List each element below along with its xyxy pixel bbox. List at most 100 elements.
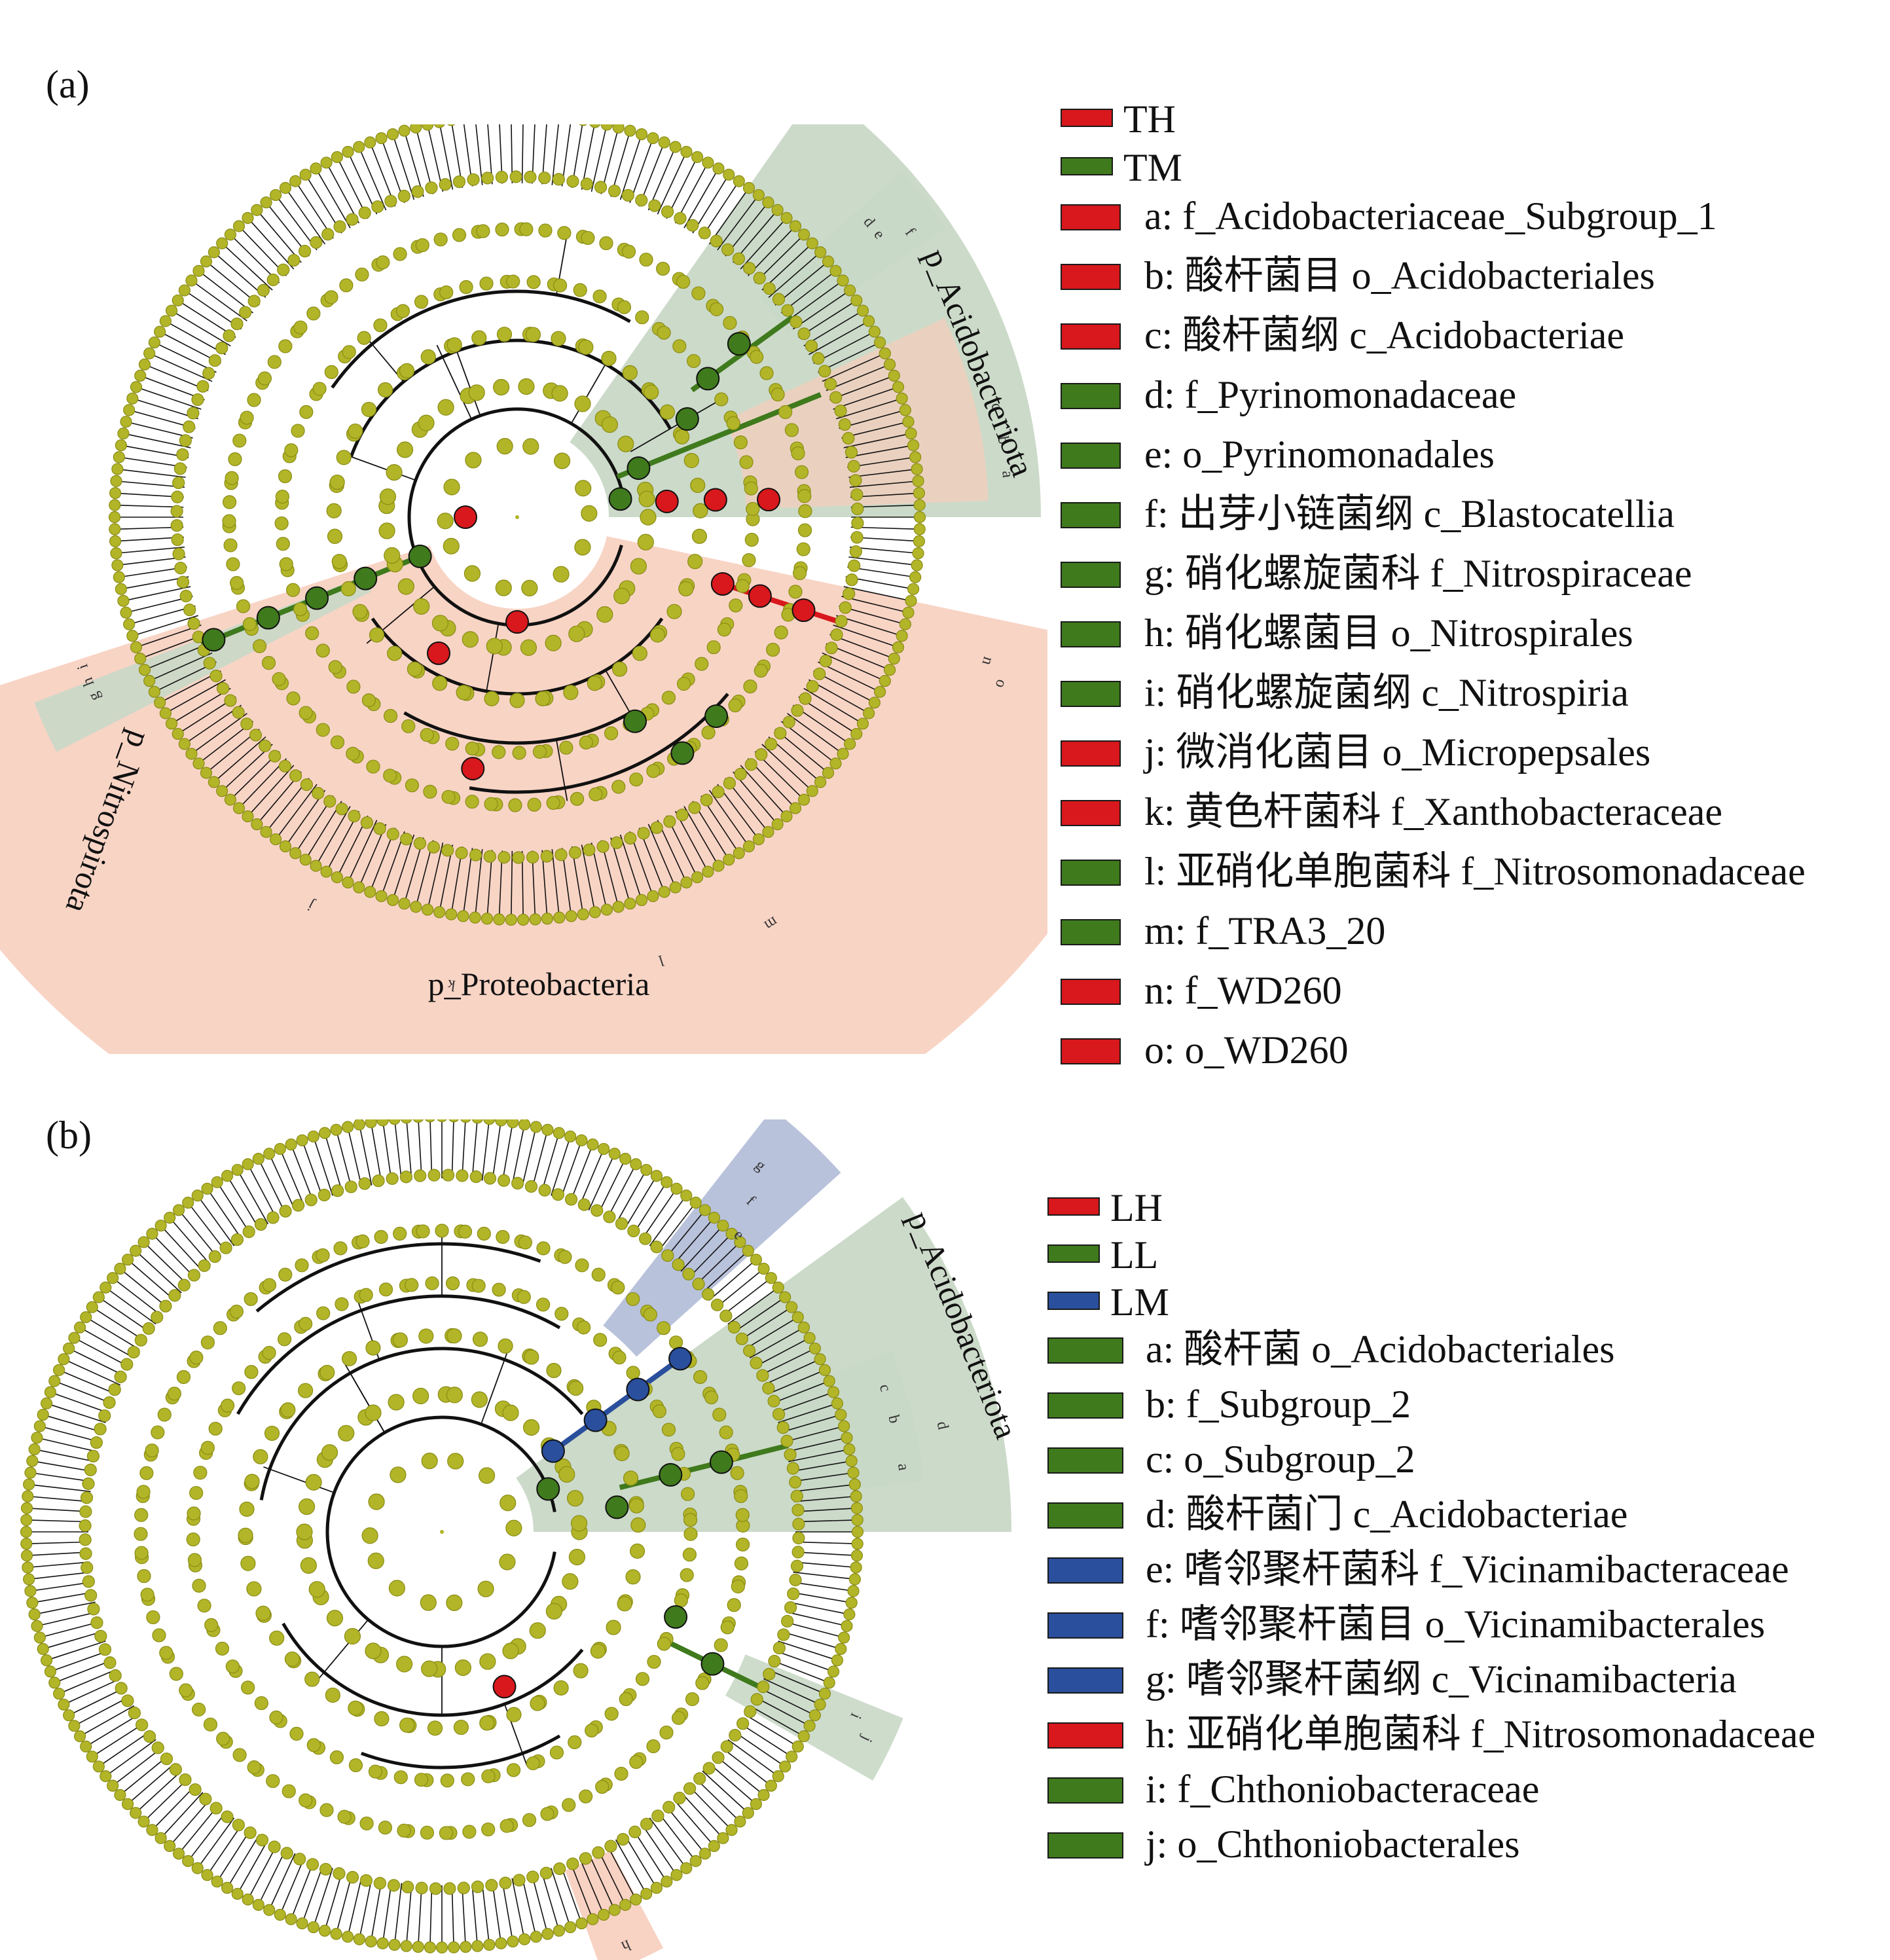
tree-node [154,1832,167,1844]
tree-node [627,1224,640,1237]
tree-node [845,573,858,587]
leaf-branch [102,1731,151,1765]
tree-node [873,336,886,349]
tree-node [623,1470,639,1486]
tree-node [757,1788,770,1802]
tree-node [624,898,636,910]
tree-node [591,1204,604,1217]
tree-node [805,339,818,353]
tree-node [472,1332,488,1347]
leaf-branch [249,1168,278,1220]
tree-node [568,625,585,642]
tree-node [617,1832,630,1846]
leaf-branch [172,1798,211,1843]
tree-node [379,488,397,505]
leaf-branch [551,1140,570,1196]
leaf-branch [67,1360,121,1386]
tree-node [670,1182,683,1195]
tree-node [390,1466,407,1483]
tree-node [109,499,121,511]
tree-node [228,452,242,467]
legend-taxon-label: b: 酸杆菌目 o_Acidobacteriales [1144,254,1655,297]
leaf-branch [632,1186,665,1235]
tree-node [658,886,670,898]
tree-node [617,300,632,314]
tree-node [511,1176,524,1190]
tree-node [524,1349,539,1365]
tree-node [518,378,535,395]
highlight-node-20 [623,709,647,733]
tree-node [439,178,452,191]
tree-node [837,274,849,287]
tree-node [324,290,338,304]
highlight-node-18 [427,641,450,665]
tree-node [483,850,496,863]
tree-node [753,272,766,285]
tree-node [729,1729,742,1742]
tree-node [154,697,166,709]
tree-node [626,1366,640,1380]
tree-node [202,367,215,380]
legend-swatch [1047,1777,1123,1804]
tree-node [137,1569,151,1584]
leaf-branch [791,1472,849,1482]
tree-node [765,1779,777,1792]
tree-node [803,1720,816,1732]
leaf-branch [281,1153,305,1207]
tree-node [614,1766,628,1781]
tree-node [420,1825,435,1840]
tree-node [342,1121,354,1133]
leaf-branch [809,323,865,355]
tree-node [896,630,908,642]
legend-taxon-label: f: 出芽小链菌纲 c_Blastocatellia [1144,492,1675,535]
highlight-node-6 [627,456,651,481]
highlight-node-4 [541,1439,565,1463]
tree-node [242,1225,255,1239]
tree-node [772,1407,786,1421]
tree-node [179,434,192,447]
tree-node [291,1199,305,1212]
tree-node [373,1877,386,1890]
tree-node [232,1381,246,1396]
tree-node [617,1596,632,1612]
tree-node [712,1751,725,1764]
tree-node [130,1244,142,1257]
tree-node [693,1370,708,1385]
tree-node [200,767,213,779]
tree-node [291,424,305,438]
tree-node [208,354,221,367]
inner-branch [570,358,609,424]
tree-node [505,913,517,926]
tree-node [437,513,454,530]
leaf-branch [588,1853,613,1906]
tree-node [398,898,410,910]
legend-swatch [1047,1832,1123,1859]
tree-node [750,1254,763,1266]
leaf-branch [58,1382,113,1404]
tree-node [614,1445,630,1461]
tree-node [640,509,657,526]
tree-node [399,1717,415,1733]
tree-node [673,1792,686,1805]
tree-node [223,538,238,553]
tree-node [610,836,623,849]
tree-node [130,641,143,653]
tree-node [304,1671,320,1687]
tree-node [629,1754,644,1769]
tree-node [159,315,172,327]
tree-node [850,1561,862,1574]
leaf-branch [217,736,266,780]
tree-node [728,698,742,713]
tree-node [145,1443,159,1458]
tree-node [278,469,293,484]
tree-node [566,175,579,188]
tree-node [246,1581,262,1597]
leaf-branch [292,1860,314,1915]
tree-node [579,1852,592,1865]
tree-node [316,723,330,737]
tree-node [405,778,420,793]
tree-node [573,283,587,297]
leaf-branch [624,1179,655,1229]
tree-node [792,1531,805,1545]
leaf-branch [780,1631,837,1648]
